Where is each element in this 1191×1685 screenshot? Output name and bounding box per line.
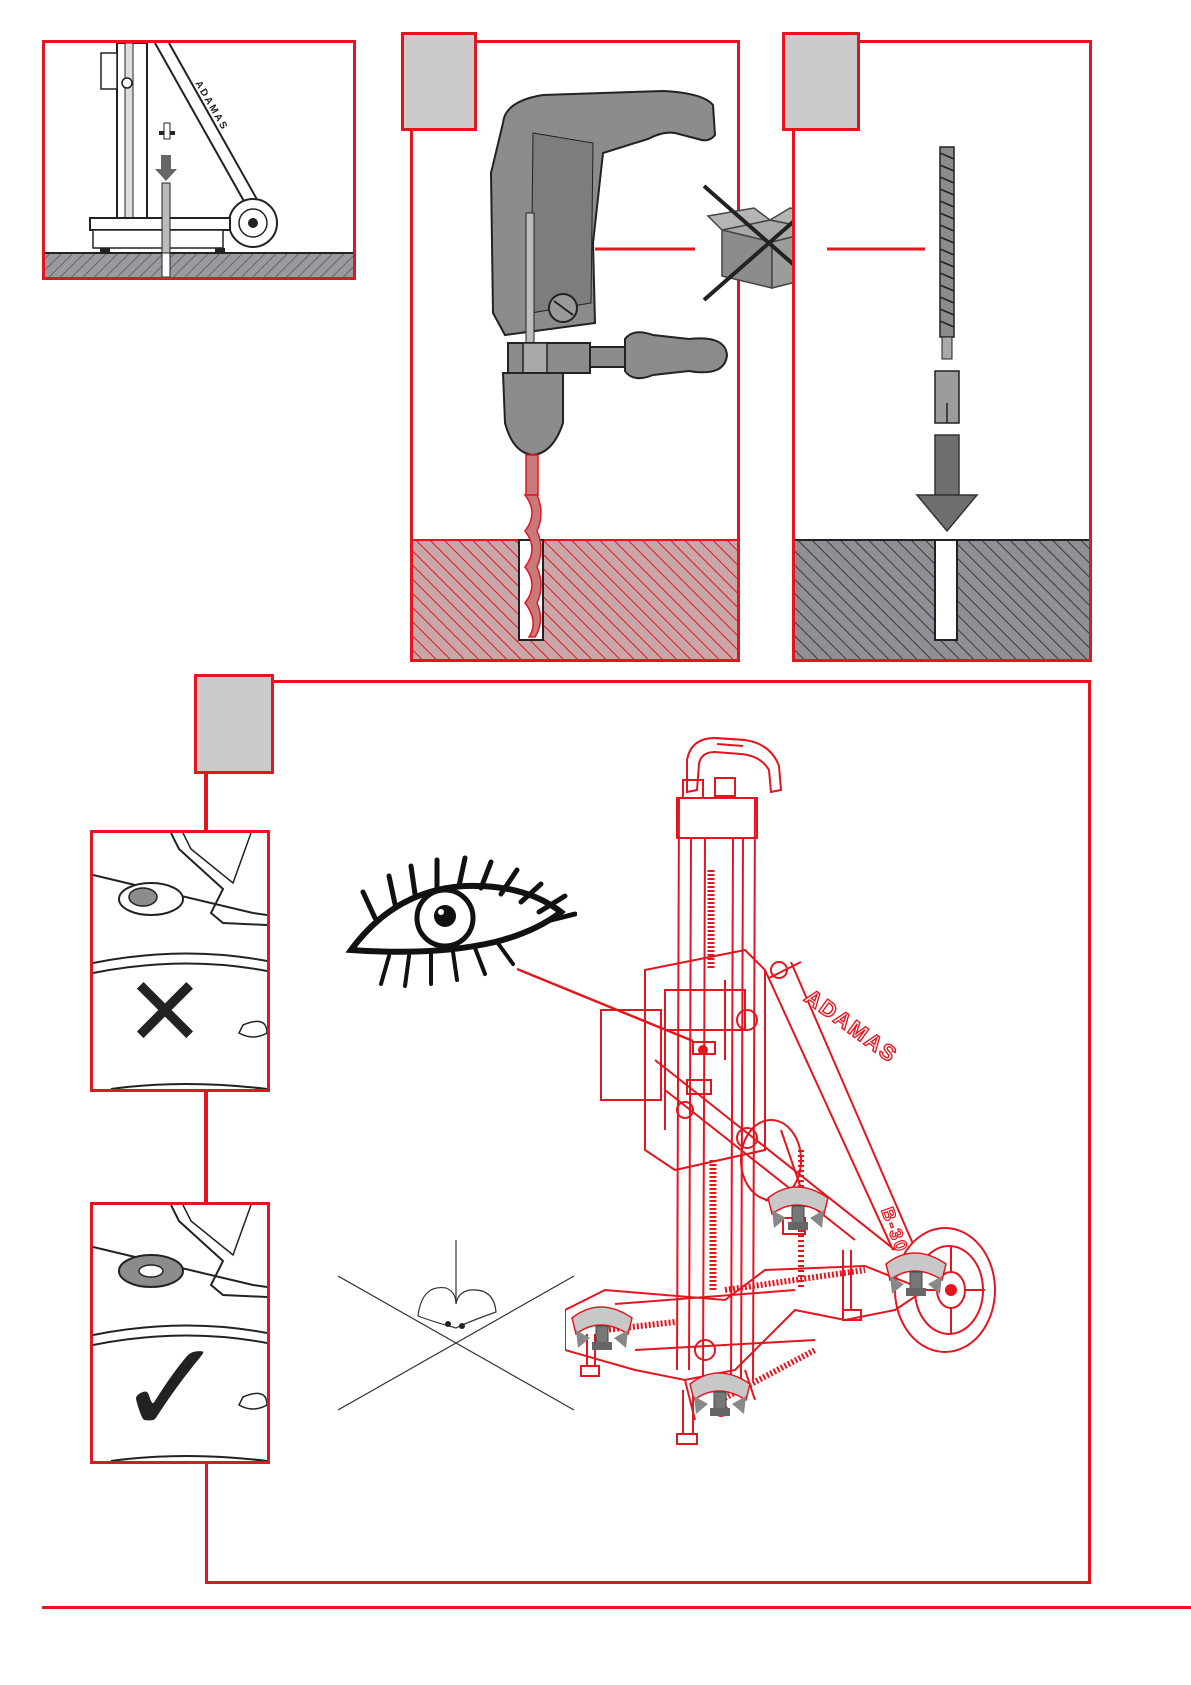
stand-brand-label: ADAMAS [192,79,229,133]
level-bubble-icon [338,1240,578,1412]
panel-insert-anchor [792,40,1092,662]
step-tab-insert-anchor [782,32,860,131]
leveling-screw-icon [766,1180,830,1240]
stand-brand-badge: ADAMAS [800,984,903,1068]
step-tab-drill-hole [401,32,477,131]
level-bubble-off-center-icon: ✕ [93,833,267,1089]
correct-mark: ✓ [117,1312,226,1461]
anchor-sleeve-icon [935,371,959,423]
hammer-drill-icon [413,43,737,659]
level-bubble-centered-icon: ✓ [93,1205,267,1461]
panel-stand-on-floor: ADAMAS [42,40,356,280]
core-drill-stand-icon: ADAMAS B-30 [565,730,1025,1466]
wrong-mark: ✕ [125,956,205,1068]
leveling-screw-icon [884,1246,948,1306]
zoom-correct-level: ✓ [90,1202,270,1464]
leveling-screw-icon [688,1366,752,1426]
down-arrow-icon [155,155,177,181]
stand-brand-label: ADAMAS [800,984,903,1068]
threaded-rod-icon [795,43,1089,659]
panel-drill-hole [410,40,740,662]
leveling-screw-icon [570,1300,634,1360]
page-footer-rule [42,1606,1191,1609]
step-tab-level-stand [194,674,274,774]
down-arrow-icon [917,435,977,531]
drill-stand-icon: ADAMAS [45,43,353,277]
zoom-wrong-level: ✕ [90,830,270,1092]
